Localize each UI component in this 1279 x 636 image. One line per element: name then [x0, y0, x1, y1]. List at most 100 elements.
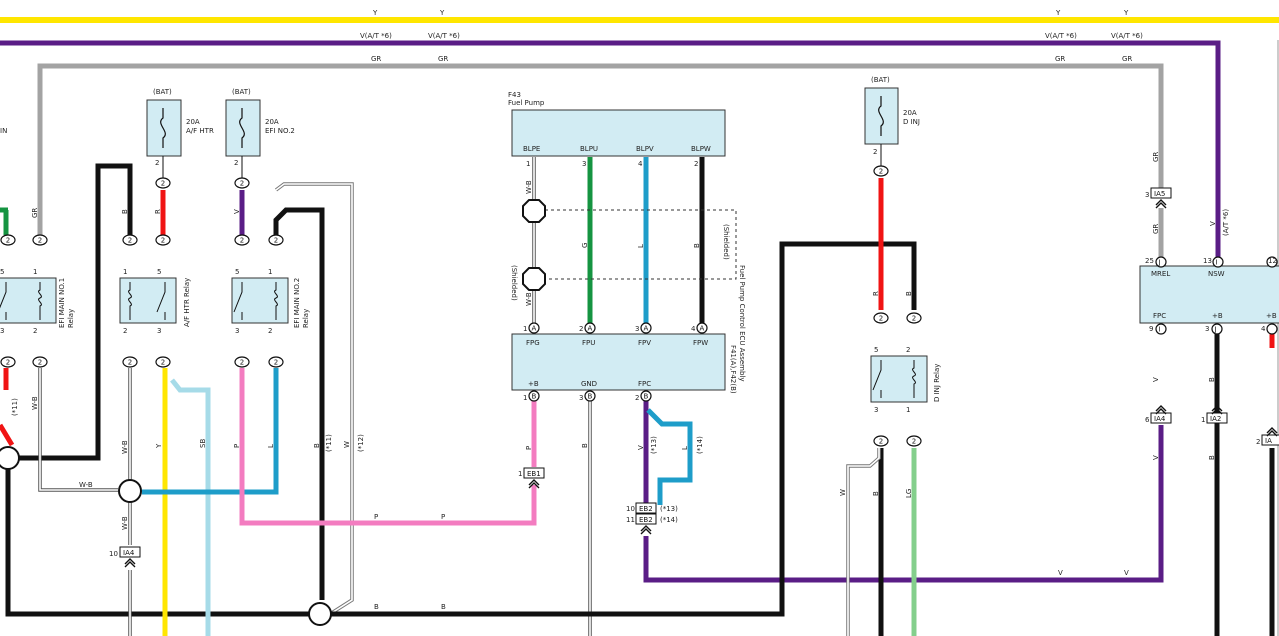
- label-b-afhtr: B: [121, 209, 129, 214]
- pin-connector-letter: B: [644, 393, 649, 401]
- fuel-pump-id: F43: [508, 91, 521, 99]
- right-ecu-pin-label-mrel: MREL: [1151, 270, 1170, 278]
- label-v-fpc-right-low: V: [1152, 455, 1160, 460]
- label-b-gnd: B: [581, 443, 589, 448]
- label-r-afhtr: R: [154, 209, 162, 214]
- pin-connector-letter: B: [588, 393, 593, 401]
- fuse-dinj-pin: 2: [873, 148, 877, 156]
- pin-connector-letter: I: [1216, 259, 1218, 267]
- wire-w-dinj-in: [847, 448, 880, 636]
- relay-efimain-switch: [0, 282, 7, 320]
- ecu-top-pin-num-1: 1: [523, 325, 527, 333]
- label-wb-fp-top: W-B: [525, 180, 533, 194]
- pin-oval: [906, 435, 922, 447]
- label-l-fp: L: [637, 244, 645, 248]
- relay-afhtr-pin-1: 1: [123, 268, 127, 276]
- shield-splice-top: [522, 199, 546, 223]
- conn-ia2-num: 1: [1201, 416, 1205, 424]
- connector-chevron-icon: [1211, 405, 1223, 415]
- relay-afhtr-pin-5: 5: [157, 268, 161, 276]
- relay-efi2-coil: [274, 282, 278, 320]
- ecu-bottom-pin-label-2: GND: [581, 380, 597, 388]
- pin-circle: [1266, 256, 1278, 268]
- wire-sb: [170, 378, 211, 636]
- label-wb-fp-bottom: W-B: [525, 292, 533, 306]
- relay-efi2-pin-3: 3: [235, 327, 239, 335]
- ecu-top-pin-label-3: FPV: [638, 339, 651, 347]
- label-b-dinj-out: B: [872, 491, 880, 496]
- label-b-ia2: B: [1208, 377, 1216, 382]
- connector-box: [1150, 412, 1172, 424]
- connector-name: IA4: [123, 549, 135, 557]
- pin-oval: [268, 356, 284, 368]
- connector-box: [1150, 187, 1172, 199]
- pin-connector-letter: J: [1214, 326, 1217, 334]
- label-n14: (*14): [696, 436, 704, 454]
- connector-name: IA: [1265, 437, 1272, 445]
- pin-number: 2: [128, 237, 132, 245]
- relay-dinj-pin-2: 2: [906, 346, 910, 354]
- relay-efi2-pin-2: 2: [268, 327, 272, 335]
- conn-eb2a-num: 10: [626, 505, 635, 513]
- connector-chevron-icon: [1266, 427, 1278, 437]
- relay-efi2-switch: [233, 282, 243, 320]
- pin-connector-letter: A: [700, 325, 705, 333]
- fuse-afhtr-rating: 20A: [186, 118, 200, 126]
- pin-oval: [234, 234, 250, 246]
- pin-oval: [0, 356, 16, 368]
- bus-gr-label-1: GR: [371, 55, 381, 63]
- connector-chevron-icon: [528, 479, 540, 489]
- right-ecu-pin-num-3: 3: [1205, 325, 1209, 333]
- right-ecu-pin-label-b2: +B: [1266, 312, 1277, 320]
- conn-ia5-num: 3: [1145, 191, 1149, 199]
- ecu-bottom-pin-num-3: 2: [635, 394, 639, 402]
- fuse-dinj-rating: 20A: [903, 109, 917, 117]
- fuel-pump-pin-num-3: 4: [638, 160, 643, 168]
- pin-number: 2: [274, 237, 278, 245]
- pin-oval: [234, 356, 250, 368]
- ecu-bottom-pin-label-3: FPC: [638, 380, 651, 388]
- label-b-fp: B: [693, 243, 701, 248]
- ecu-top-pin-num-4: 4: [691, 325, 696, 333]
- fuel-pump-pin-num-2: 3: [582, 160, 586, 168]
- connector-box: [523, 467, 545, 479]
- label-b-dinj: B: [905, 291, 913, 296]
- wire-b-central: [330, 241, 917, 617]
- relay-efimain-name: EFI MAIN NO.1: [58, 278, 66, 328]
- pin-oval: [906, 312, 922, 324]
- pin-connector-letter: A: [644, 325, 649, 333]
- bus-b-label-1: B: [374, 603, 379, 611]
- label-vat6-right: (A/T *6): [1222, 209, 1230, 236]
- label-p-efi2: P: [233, 444, 241, 448]
- pin-number: 2: [879, 315, 883, 323]
- conn-eb2b-note: (*14): [660, 516, 678, 524]
- label-r-dinj: R: [872, 291, 880, 296]
- fuel-pump-pin-num-1: 1: [526, 160, 530, 168]
- bus-v-bottom-label-1: V: [1058, 569, 1063, 577]
- fuse-efi2-pin: 2: [234, 159, 238, 167]
- pin-number: 2: [6, 237, 10, 245]
- pin-oval: [0, 234, 16, 246]
- pin-number: 2: [879, 168, 883, 176]
- bus-gr-label-3: GR: [1055, 55, 1065, 63]
- ecu-top-pin-label-4: FPW: [693, 339, 708, 347]
- label-b-efi2: B: [313, 443, 321, 448]
- bus-y-label-3: Y: [1055, 9, 1061, 17]
- relay-dinj-pin-1: 1: [906, 406, 910, 414]
- relay-afhtr-pin-3: 3: [157, 327, 161, 335]
- connector-name: EB2: [639, 516, 653, 524]
- connector-name: IA4: [1154, 415, 1166, 423]
- label-n12-efi2: (*12): [357, 434, 365, 452]
- relay-efi2-sub: Relay: [302, 309, 310, 328]
- shield-outline: [545, 209, 737, 280]
- relay-efi2-pin-1: 1: [268, 268, 272, 276]
- wire-v-bus: [0, 40, 1221, 260]
- wire-r-cut: [0, 368, 15, 447]
- splice-wb: [118, 479, 142, 503]
- conn-eb1-num: 1: [518, 470, 522, 478]
- bus-gr-label-2: GR: [438, 55, 448, 63]
- connector-box: [1261, 434, 1279, 446]
- pin-circle: [528, 390, 540, 402]
- wire-wb-efi-out: [38, 368, 118, 492]
